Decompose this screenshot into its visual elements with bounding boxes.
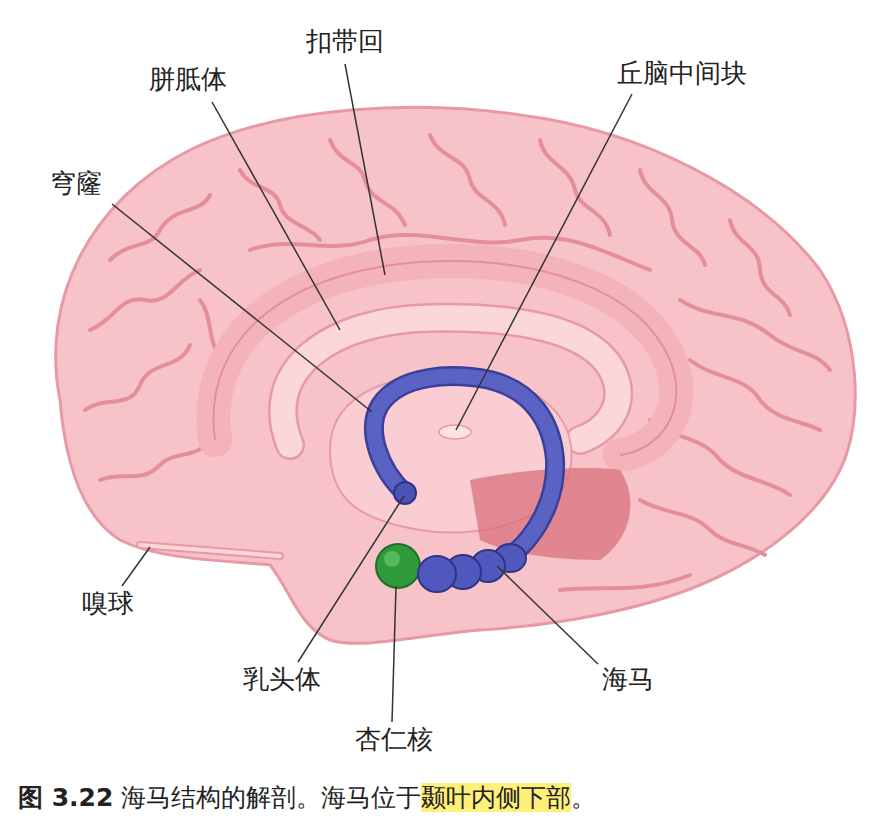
part-label: 丘脑中间块 xyxy=(617,58,747,89)
figure-number: 图 3.22 xyxy=(18,783,113,812)
amygdala xyxy=(376,544,420,588)
amygdala-shine xyxy=(384,551,400,567)
massa-intermedia xyxy=(439,425,471,439)
cingulate-sulcus xyxy=(214,261,677,455)
part-label: 穹窿 xyxy=(50,168,102,199)
fornix xyxy=(374,376,555,560)
olfactory-tract xyxy=(140,545,280,556)
highlight-text: 颞叶内侧下部 xyxy=(421,783,571,812)
part-label: 海马 xyxy=(602,664,654,695)
figure-caption: 图 3.22 海马结构的解剖。海马位于颞叶内侧下部。 xyxy=(18,782,596,815)
leader-lines xyxy=(112,64,632,722)
part-label: 乳头体 xyxy=(243,664,321,695)
part-label: 扣带回 xyxy=(306,26,384,57)
part-label: 杏仁核 xyxy=(355,724,433,755)
caption-text: 。 xyxy=(571,783,596,812)
part-label: 胼胝体 xyxy=(149,64,227,95)
fornix-edge xyxy=(374,376,555,560)
cingulate-gyrus xyxy=(214,261,677,455)
part-label: 嗅球 xyxy=(82,588,134,619)
olfactory-tract-inner xyxy=(140,545,280,556)
brain-outline xyxy=(56,107,856,643)
hippocampus xyxy=(418,544,526,592)
caption-text: 海马结构的解剖。海马位于 xyxy=(113,783,421,812)
mammillary-body xyxy=(394,482,416,504)
gyri xyxy=(85,135,830,590)
